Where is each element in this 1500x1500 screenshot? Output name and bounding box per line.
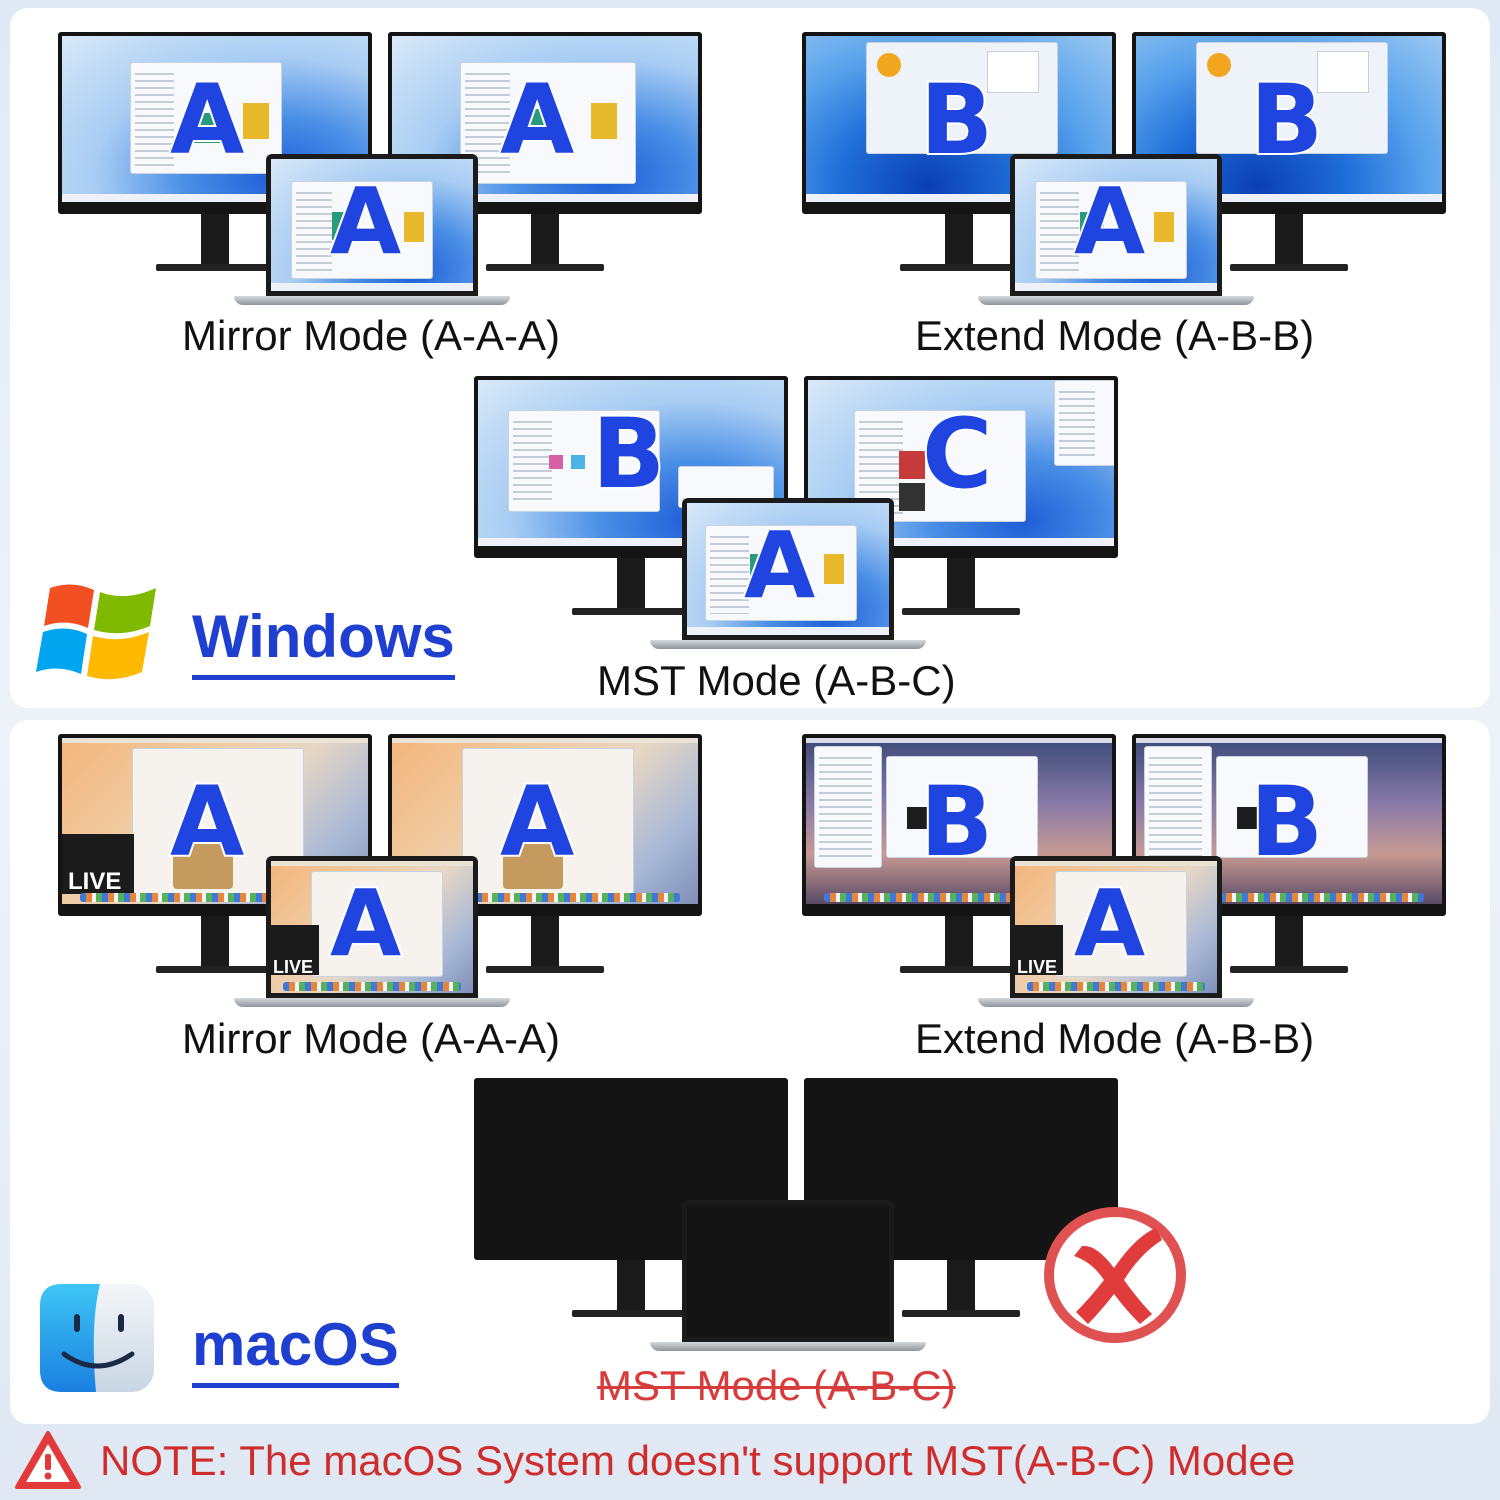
display-letter: A [168, 64, 246, 176]
macos-finder-icon [40, 1284, 154, 1392]
monitor-screen [1136, 738, 1442, 904]
display-letter: A [1072, 870, 1147, 977]
taskbar [1015, 283, 1217, 291]
display-letter: B [918, 766, 995, 878]
display-letter: A [498, 64, 576, 176]
dock [410, 893, 680, 902]
laptop: LIVE A [978, 856, 1254, 1007]
monitor-screen [392, 738, 698, 904]
explorer-window [130, 62, 282, 174]
monitor-right: A [388, 32, 702, 271]
menu-window [1054, 380, 1114, 466]
mode-caption: Extend Mode (A-B-B) [915, 312, 1315, 359]
live-badge: LIVE [273, 957, 314, 977]
finder-window [886, 756, 1038, 858]
taskbar [478, 538, 784, 546]
warning-icon [14, 1430, 82, 1490]
app-window [1055, 871, 1187, 977]
monitor-screen [1136, 36, 1442, 202]
monitor-left [474, 1078, 788, 1317]
finder-window [1216, 756, 1368, 858]
taskbar [271, 283, 473, 291]
monitor-screen [478, 380, 784, 546]
display-letter: A [1072, 168, 1147, 275]
taskbar [687, 627, 889, 635]
finder-sidebar [814, 746, 882, 868]
display-letter: B [1248, 64, 1325, 176]
explorer-window [291, 181, 433, 279]
macos-label: macOS [192, 1310, 399, 1388]
laptop: A [234, 154, 510, 305]
laptop: A [978, 154, 1254, 305]
monitor-right: B [1132, 32, 1446, 271]
mode-caption: Mirror Mode (A-A-A) [182, 312, 561, 359]
monitor-left: LIVE A [58, 734, 372, 973]
mode-caption-unsupported: MST Mode (A-B-C) [597, 1362, 956, 1409]
display-letter: B [1248, 766, 1325, 878]
laptop-screen [687, 503, 889, 635]
live-badge: LIVE [68, 868, 122, 895]
laptop-screen [1015, 159, 1217, 291]
mode-caption: Mirror Mode (A-A-A) [182, 1015, 561, 1062]
monitor-screen [806, 36, 1112, 202]
finder-sidebar [1144, 746, 1212, 868]
live-badge: LIVE [1017, 957, 1058, 977]
dock [824, 893, 1094, 902]
laptop: LIVE A [234, 856, 510, 1007]
laptop [650, 1200, 926, 1351]
app-window [311, 871, 443, 977]
taskbar [62, 194, 368, 202]
mode-caption: Extend Mode (A-B-B) [915, 1015, 1315, 1062]
display-letter: A [328, 870, 403, 977]
dock [1154, 893, 1424, 902]
monitor-right [804, 1078, 1118, 1317]
monitor-screen [392, 36, 698, 202]
dock [1027, 982, 1205, 991]
explorer-window [460, 62, 636, 184]
widgets-panel [866, 42, 1058, 154]
windows-logo-icon [36, 578, 162, 690]
display-letter: B [590, 398, 667, 510]
dock [80, 893, 350, 902]
dock [283, 982, 461, 991]
laptop-screen [271, 159, 473, 291]
unsupported-x-icon [1044, 1206, 1186, 1344]
note-text: NOTE: The macOS System doesn't support M… [100, 1437, 1296, 1484]
display-letter: A [168, 766, 246, 878]
widgets-panel [1196, 42, 1388, 154]
laptop-screen: LIVE [1015, 861, 1217, 993]
explorer-window [1035, 181, 1187, 279]
explorer-window [508, 410, 660, 512]
mode-caption: MST Mode (A-B-C) [597, 657, 956, 704]
display-letter: A [742, 512, 817, 619]
taskbar [806, 194, 1112, 202]
monitor-left: B [474, 376, 788, 615]
taskbar [392, 194, 698, 202]
taskbar [1136, 194, 1442, 202]
display-letter: B [918, 64, 995, 176]
monitor-left: B [802, 32, 1116, 271]
display-letter: C [920, 398, 994, 510]
app-window [462, 748, 634, 900]
windows-label: Windows [192, 602, 455, 680]
display-letter: A [498, 766, 576, 878]
laptop-screen-off [687, 1205, 889, 1337]
laptop-screen: LIVE [271, 861, 473, 993]
laptop: A [650, 498, 926, 649]
taskbar [808, 538, 1114, 546]
display-letter: A [328, 168, 403, 275]
monitor-left: A [58, 32, 372, 271]
explorer-window [705, 525, 857, 621]
